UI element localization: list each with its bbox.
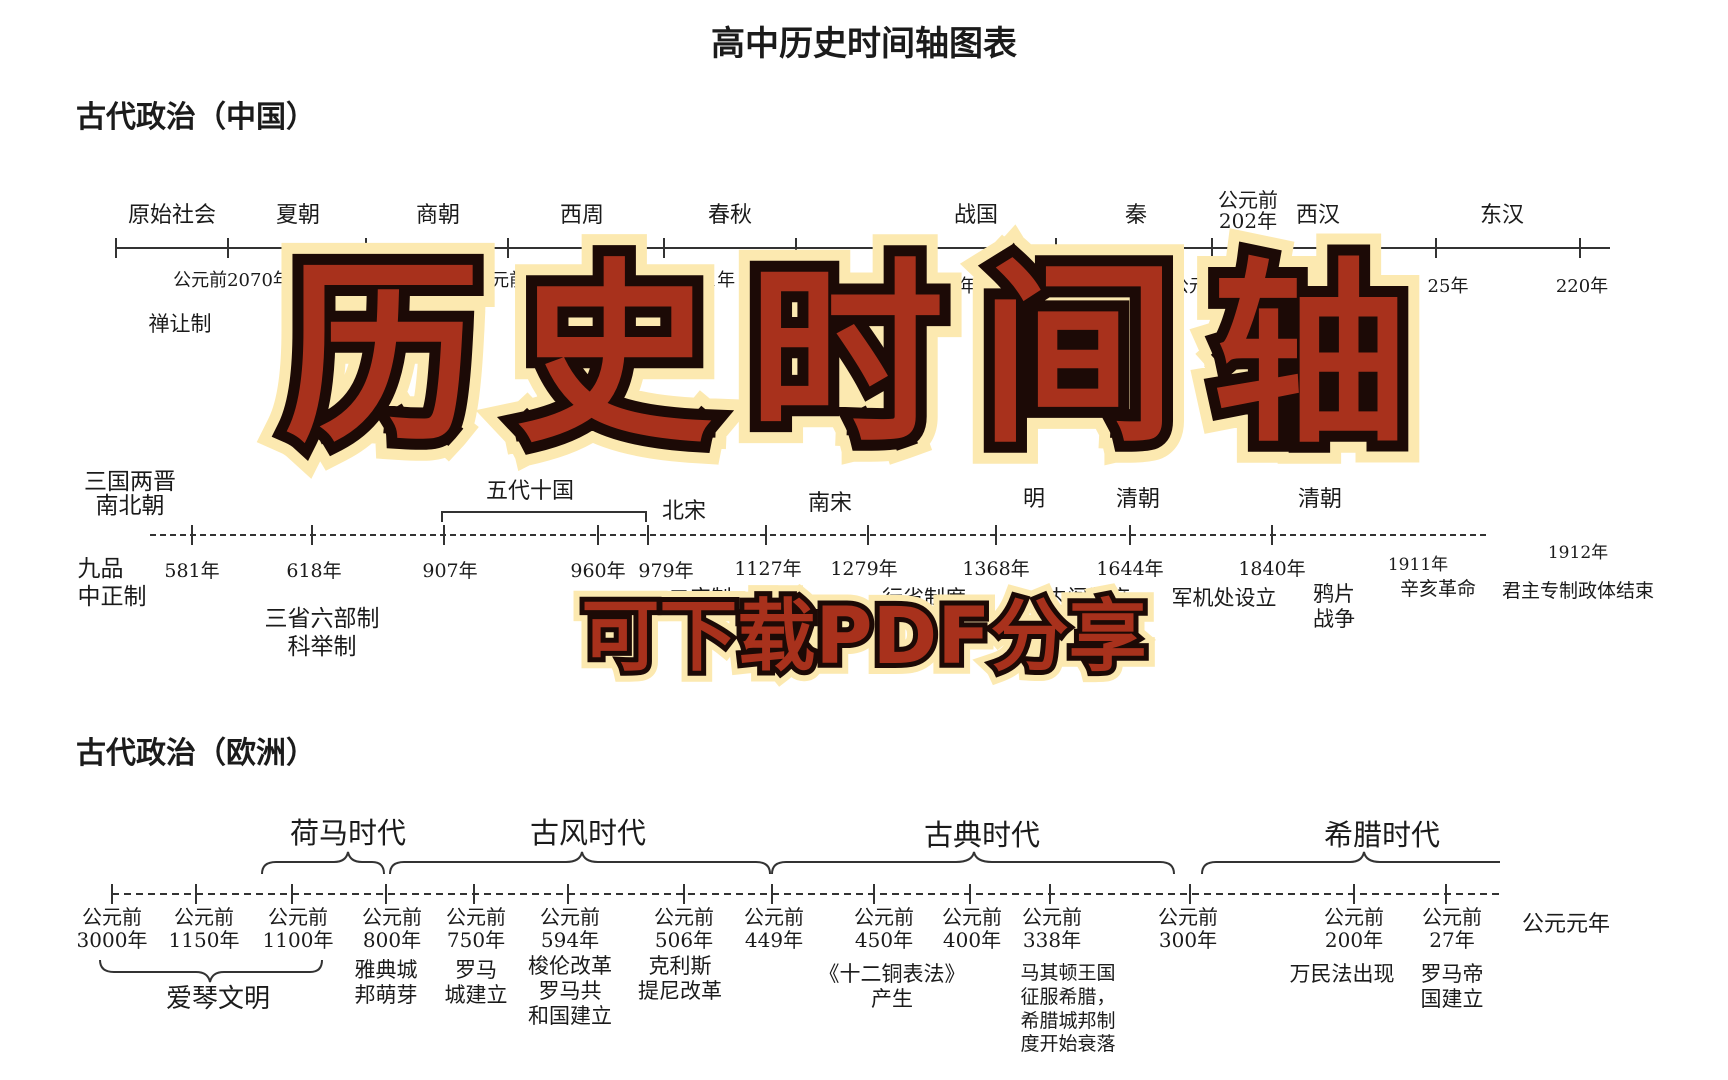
event-aegean: 爱琴文明 <box>165 984 271 1014</box>
period-warring-states: 战国 <box>953 203 999 228</box>
period-202bc: 公元前 202年 <box>1218 188 1278 233</box>
year-1912: 1912年 <box>1547 543 1609 563</box>
period-spring-autumn: 春秋 <box>707 203 753 228</box>
sub-banner-halo: 可下载PDF分享 <box>570 587 1157 687</box>
event-autocracy-ends: 君主专制政体结束 <box>1501 580 1655 602</box>
section-title-china: 古代政治（中国） <box>76 100 316 135</box>
overlay-banner: 历史时间轴 历史时间轴 <box>0 236 1728 476</box>
year-1046bc: 公元前1046年 <box>473 270 591 291</box>
year-27bc: 公元前 27年 <box>1422 905 1482 952</box>
timeline-europe <box>99 851 1500 983</box>
event-abdication: 禅让制 <box>148 312 212 336</box>
year-1644: 1644年 <box>1096 558 1164 580</box>
period-qing: 清朝 <box>1115 487 1161 512</box>
event-ius-gentium: 万民法出现 <box>1289 962 1395 986</box>
year-1600bc: 公元前1600年 <box>321 270 439 291</box>
overlay-sub-banner: 可下载PDF分享 可下载PDF分享 <box>0 587 1728 687</box>
year-1ad: 公元元年 <box>1521 912 1611 937</box>
year-1100bc: 公元前 1100年 <box>262 905 334 952</box>
year-1840: 1840年 <box>1238 558 1306 580</box>
banner-halo: 历史时间轴 <box>262 236 1444 476</box>
event-athens-polis: 雅典城 邦萌芽 <box>354 958 418 1008</box>
era-classical: 古典时代 <box>923 818 1041 852</box>
year-907: 907年 <box>422 560 478 582</box>
year-1127: 1127年 <box>734 558 802 580</box>
year-750bc: 公元前 750年 <box>446 905 506 952</box>
year-338bc: 公元前 338年 <box>1022 905 1082 952</box>
year-25ad: 25年 <box>1427 276 1469 297</box>
event-macedon: 马其顿王国 征服希腊， 希腊城邦制 度开始衰落 <box>1020 962 1116 1056</box>
event-two-bureaus: 二府制 <box>668 586 732 610</box>
event-cleisthenes-reform: 克利斯 提尼改革 <box>638 954 722 1004</box>
year-2070bc: 公元前2070年 <box>173 270 291 291</box>
year-506bc: 公元前 506年 <box>654 905 714 952</box>
year-200bc: 公元前 200年 <box>1324 905 1384 952</box>
event-rome-founded: 罗马 城建立 <box>444 958 508 1008</box>
period-xia: 夏朝 <box>275 203 321 228</box>
year-1911: 1911年 <box>1387 555 1449 575</box>
era-homeric: 荷马时代 <box>289 816 407 850</box>
event-three-departments: 三省六部制 科举制 <box>264 606 380 660</box>
year-220ad: 220年 <box>1555 276 1609 297</box>
event-xinhai-revolution: 辛亥革命 <box>1399 578 1477 600</box>
period-qing-late: 清朝 <box>1297 487 1343 512</box>
period-qin: 秦 <box>1124 203 1148 228</box>
year-449bc: 公元前 449年 <box>744 905 804 952</box>
event-province-system: 行省制度 <box>882 586 966 610</box>
event-cabinet-system: 内阁制度 <box>1046 586 1130 610</box>
period-eastern-han: 东汉 <box>1479 203 1525 228</box>
year-221bc: 公元前221年 <box>1012 276 1120 297</box>
period-primitive: 原始社会 <box>127 203 217 228</box>
document-title: 高中历史时间轴图表 <box>711 24 1017 64</box>
year-300bc: 公元前 300年 <box>1158 905 1218 952</box>
period-southern-song: 南宋 <box>807 491 853 516</box>
period-five-dynasties: 五代十国 <box>485 479 575 504</box>
event-partial: 度 <box>419 312 441 336</box>
timeline-china-top <box>115 238 1610 258</box>
year-1279: 1279年 <box>830 558 898 580</box>
section-title-europe: 古代政治（欧洲） <box>76 736 316 771</box>
year-450bc: 公元前 450年 <box>854 905 914 952</box>
event-twelve-tables: 《十二铜表法》 产生 <box>818 962 966 1012</box>
year-1368: 1368年 <box>962 558 1030 580</box>
timeline-china-bottom <box>150 511 1490 545</box>
event-nine-rank: 九品 中正制 <box>77 556 147 610</box>
sub-banner-text: 可下载PDF分享 <box>576 592 1151 682</box>
period-three-kingdoms: 三国两晋 南北朝 <box>84 469 176 520</box>
year-9ad: 公元9年 <box>1325 276 1391 297</box>
period-western-han: 西汉 <box>1295 203 1341 228</box>
event-opium-war: 鸦片 战争 <box>1313 582 1355 632</box>
period-ming: 明 <box>1022 487 1046 512</box>
year-594bc: 公元前 594年 <box>540 905 600 952</box>
banner-text: 历史时间轴 <box>273 242 1444 470</box>
period-western-zhou: 西周 <box>559 203 605 228</box>
year-581: 581年 <box>164 560 220 582</box>
year-400bc: 公元前 400年 <box>942 905 1002 952</box>
year-1150bc: 公元前 1150年 <box>168 905 240 952</box>
year-618: 618年 <box>286 560 342 582</box>
event-solon-reform: 梭伦改革 罗马共 和国建立 <box>528 954 612 1029</box>
year-960: 960年 <box>570 560 626 582</box>
period-northern-song: 北宋 <box>661 499 707 524</box>
era-archaic: 古风时代 <box>529 816 647 850</box>
period-shang: 商朝 <box>415 203 461 228</box>
year-800bc: 公元前 800年 <box>362 905 422 952</box>
era-hellenistic: 希腊时代 <box>1323 818 1441 852</box>
event-roman-empire: 罗马帝 国建立 <box>1420 962 1484 1012</box>
event-grand-council: 军机处设立 <box>1171 586 1277 610</box>
year-476bc: 公元前476年 <box>746 270 854 291</box>
year-475bc: 公元前475年 <box>870 276 978 297</box>
year-771bc: 公元前771年 <box>628 270 736 291</box>
year-979: 979年 <box>638 560 694 582</box>
year-206bc: 公元前206年 <box>1170 276 1278 297</box>
year-3000bc: 公元前 3000年 <box>76 905 148 952</box>
